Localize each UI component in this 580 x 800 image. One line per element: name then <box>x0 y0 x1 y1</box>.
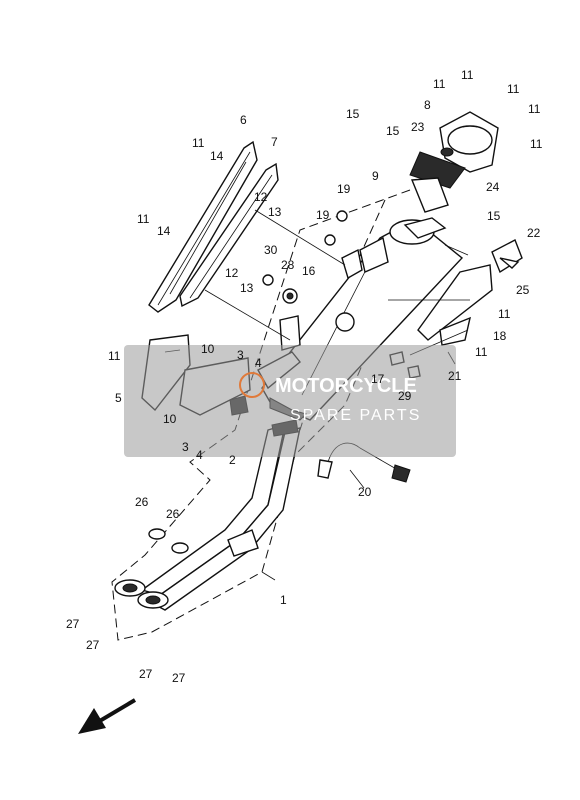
callout-19b: 19 <box>316 208 330 222</box>
callout-14b: 14 <box>157 224 171 238</box>
callout-20: 20 <box>358 485 372 499</box>
callout-1: 1 <box>280 593 287 607</box>
callout-11d: 11 <box>433 77 446 91</box>
callout-15b: 15 <box>386 124 400 138</box>
callout-26b: 26 <box>166 507 180 521</box>
callout-25: 25 <box>516 283 530 297</box>
end-cap-assembly <box>409 111 499 213</box>
callout-2: 2 <box>229 453 236 467</box>
callout-11c: 11 <box>108 349 121 363</box>
callout-11a: 11 <box>192 136 205 150</box>
callout-6: 6 <box>240 113 247 127</box>
watermark: MOTORCYCLE SPARE PARTS <box>124 345 456 457</box>
callout-28: 28 <box>281 258 295 272</box>
pipe-flanges <box>114 579 169 609</box>
callout-22: 22 <box>527 226 541 240</box>
callout-12a: 12 <box>254 190 268 204</box>
callout-27d: 27 <box>172 671 186 685</box>
callout-13b: 13 <box>240 281 254 295</box>
watermark-line1: MOTORCYCLE <box>275 375 417 397</box>
callout-26a: 26 <box>135 495 149 509</box>
callout-15a: 15 <box>346 107 360 121</box>
callout-12b: 12 <box>225 266 239 280</box>
callout-24: 24 <box>486 180 500 194</box>
heat-shield-6 <box>148 140 258 313</box>
watermark-logo-icon <box>239 372 265 398</box>
side-protector <box>417 239 523 346</box>
callouts: 1 2 3 3 4 4 5 6 7 8 9 10 10 11 11 11 11 … <box>66 68 543 685</box>
callout-11b: 11 <box>137 212 150 226</box>
callout-14a: 14 <box>210 149 224 163</box>
callout-11j: 11 <box>475 345 488 359</box>
callout-16: 16 <box>302 264 316 278</box>
callout-3b: 3 <box>182 440 189 454</box>
callout-19a: 19 <box>337 182 351 196</box>
callout-23: 23 <box>411 120 425 134</box>
callout-7: 7 <box>271 135 278 149</box>
heat-shield-7 <box>179 162 279 308</box>
callout-27a: 27 <box>66 617 80 631</box>
callout-13a: 13 <box>268 205 282 219</box>
callout-17: 17 <box>371 372 385 386</box>
callout-11f: 11 <box>507 82 520 96</box>
callout-11g: 11 <box>528 102 541 116</box>
callout-21: 21 <box>448 369 462 383</box>
callout-3a: 3 <box>237 348 244 362</box>
callout-8: 8 <box>424 98 431 112</box>
callout-11h: 11 <box>530 137 543 151</box>
callout-11e: 11 <box>461 68 474 82</box>
callout-5: 5 <box>115 391 122 405</box>
callout-11i: 11 <box>498 307 511 321</box>
callout-10b: 10 <box>163 412 177 426</box>
callout-10a: 10 <box>201 342 215 356</box>
callout-29: 29 <box>398 389 412 403</box>
callout-18: 18 <box>493 329 507 343</box>
callout-15c: 15 <box>487 209 501 223</box>
callout-27b: 27 <box>86 638 100 652</box>
callout-4b: 4 <box>196 448 203 462</box>
callout-30: 30 <box>264 243 278 257</box>
leader-lines <box>204 209 470 581</box>
arrow-down-left-icon <box>78 698 137 734</box>
watermark-line2: SPARE PARTS <box>290 407 421 424</box>
gaskets-26 <box>148 528 189 554</box>
callout-9: 9 <box>372 169 379 183</box>
callout-27c: 27 <box>139 667 153 681</box>
callout-4a: 4 <box>255 356 262 370</box>
